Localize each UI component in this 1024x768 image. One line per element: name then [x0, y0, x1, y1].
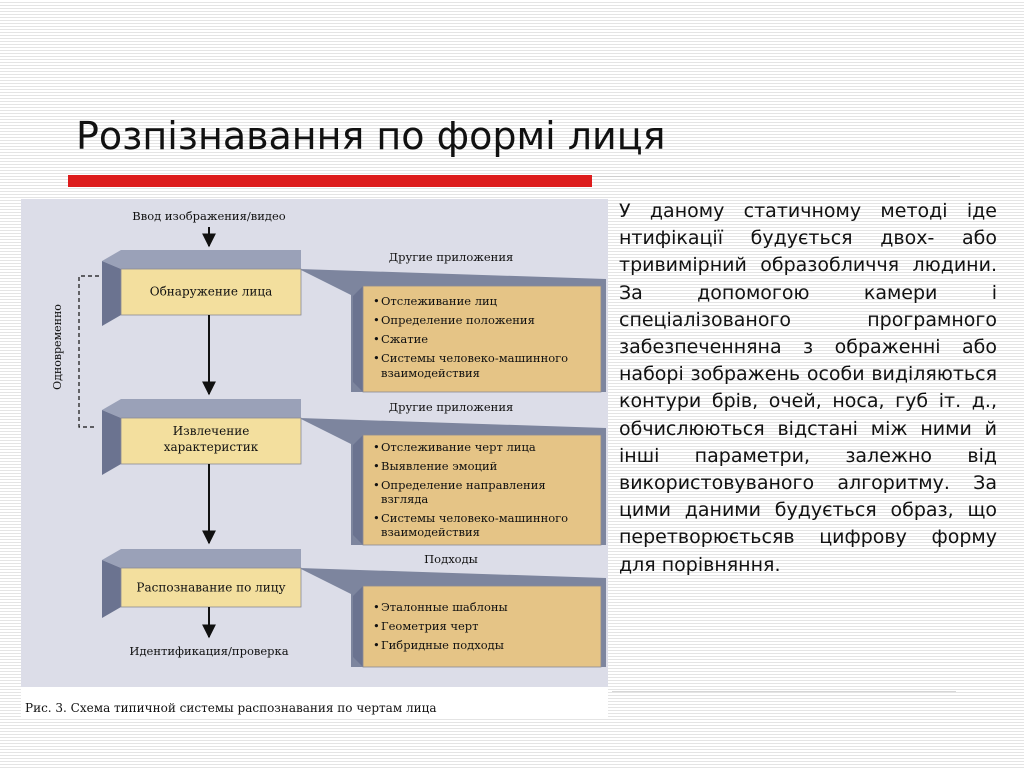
- stage-detection: Обнаружение лица Другие приложения • Отс…: [102, 250, 606, 393]
- input-label: Ввод изображения/видео: [132, 209, 285, 223]
- stage-extraction: Извлечение характеристик Другие приложен…: [102, 399, 606, 546]
- caption-background: [21, 687, 608, 718]
- title-accent-bar: [68, 175, 592, 187]
- list-bullet: •: [373, 351, 380, 365]
- figure-caption: Рис. 3. Схема типичной системы распознав…: [25, 701, 436, 715]
- list-bullet: •: [373, 619, 380, 633]
- list-item: Гибридные подходы: [381, 638, 504, 652]
- list-item-continuation: взаимодействия: [381, 525, 480, 539]
- stage-box-label: Обнаружение лица: [150, 285, 273, 299]
- list-item: Геометрия черт: [381, 619, 479, 633]
- list-item: Системы человеко-машинного: [381, 511, 568, 525]
- list-item: Отслеживание черт лица: [381, 440, 536, 454]
- slide-body-text: У даному статичному методі іде нтифікаці…: [619, 200, 997, 576]
- stage-box-top: [102, 549, 301, 568]
- stage-box: [120, 417, 302, 465]
- slide-title: Розпізнавання по формі лиця: [76, 114, 666, 158]
- list-item: Отслеживание лиц: [381, 294, 498, 308]
- list-item: Эталонные шаблоны: [381, 600, 508, 614]
- panel-title: Другие приложения: [389, 250, 514, 264]
- list-item: Системы человеко-машинного: [381, 351, 568, 365]
- list-bullet: •: [373, 478, 380, 492]
- list-bullet: •: [373, 511, 380, 525]
- list-bullet: •: [373, 638, 380, 652]
- output-label: Идентификация/проверка: [129, 644, 288, 658]
- list-bullet: •: [373, 440, 380, 454]
- diagram-canvas: Ввод изображения/видео Одновременно Обна…: [21, 199, 608, 718]
- stage-box: [120, 567, 302, 608]
- list-item-continuation: взаимодействия: [381, 366, 480, 380]
- list-bullet: •: [373, 313, 380, 327]
- title-divider-line: [592, 176, 960, 177]
- stage-recognition: Распознавание по лицу Подходы • Эталонны…: [102, 549, 606, 668]
- stage-panel: [362, 285, 602, 393]
- list-item: Сжатие: [381, 332, 428, 346]
- face-recognition-diagram: Ввод изображения/видео Одновременно Обна…: [21, 199, 608, 718]
- text-bottom-divider: [612, 691, 956, 692]
- stage-box: [120, 268, 302, 316]
- stage-box-top: [102, 399, 301, 418]
- stage-box-side: [102, 410, 121, 475]
- concurrency-bracket: [78, 275, 99, 428]
- list-bullet: •: [373, 332, 380, 346]
- concurrency-label: Одновременно: [51, 304, 64, 390]
- stage-panel: [362, 434, 602, 546]
- stage-box-label: характеристик: [164, 440, 259, 454]
- panel-title: Подходы: [424, 552, 478, 566]
- list-item-continuation: взгляда: [381, 492, 428, 506]
- list-bullet: •: [373, 600, 380, 614]
- list-bullet: •: [373, 459, 380, 473]
- list-item: Определение положения: [381, 313, 535, 327]
- stage-box-side: [102, 261, 121, 326]
- list-item: Определение направления: [381, 478, 546, 492]
- stage-box-side: [102, 560, 121, 618]
- stage-box-label: Извлечение: [173, 424, 250, 438]
- stage-panel: [362, 585, 602, 668]
- panel-title: Другие приложения: [389, 400, 514, 414]
- stage-box-top: [102, 250, 301, 269]
- list-bullet: •: [373, 294, 380, 308]
- stage-box-label: Распознавание по лицу: [136, 581, 285, 595]
- list-item: Выявление эмоций: [381, 459, 498, 473]
